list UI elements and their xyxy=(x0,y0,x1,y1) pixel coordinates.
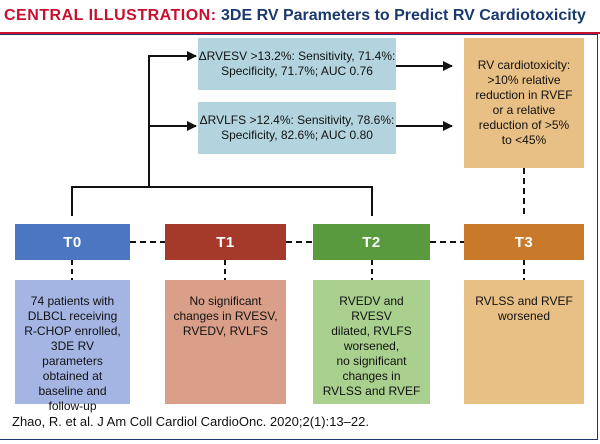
outcome-line: to <45% xyxy=(501,133,547,147)
desc-line: 74 patients with xyxy=(30,294,115,308)
phase-box-t0: T0 xyxy=(15,224,130,260)
desc-line: RVEDV and RVESV xyxy=(339,294,404,323)
desc-line: no significant xyxy=(336,354,407,368)
param-rvlfs-line2: Specificity, 82.6%; AUC 0.80 xyxy=(221,128,373,142)
param-box-rvesv: ΔRVESV >13.2%: Sensitivity, 71.4%: Speci… xyxy=(198,38,396,90)
param-rvesv-line2: Specificity, 71.7%; AUC 0.76 xyxy=(221,64,373,78)
phase-label-t2: T2 xyxy=(362,233,381,251)
param-rvlfs-line1: ΔRVLFS >12.4%: Sensitivity, 78.6%: xyxy=(199,113,395,127)
desc-line: baseline and xyxy=(38,384,107,398)
citation-footer: Zhao, R. et al. J Am Coll Cardiol Cardio… xyxy=(12,414,369,429)
phase-label-t1: T1 xyxy=(216,233,235,251)
outcome-line: reduction in RVEF xyxy=(475,88,573,102)
desc-line: RVLSS and RVEF xyxy=(322,384,421,398)
param-box-rvlfs: ΔRVLFS >12.4%: Sensitivity, 78.6%: Speci… xyxy=(198,102,396,154)
desc-line: RVEDV, RVLFS xyxy=(182,324,269,338)
outcome-line: >10% relative xyxy=(487,73,561,87)
desc-line: 3DE RV parameters xyxy=(42,339,103,368)
phase-desc-t1: No significant changes in RVESV, RVEDV, … xyxy=(165,280,286,404)
desc-line: follow-up xyxy=(48,399,97,413)
outcome-line: reduction of >5% xyxy=(478,118,570,132)
phase-box-t2: T2 xyxy=(313,224,430,260)
desc-line: DLBCL receiving xyxy=(27,309,118,323)
phase-box-t3: T3 xyxy=(464,224,584,260)
desc-line: No significant xyxy=(189,294,262,308)
phase-desc-t3: RVLSS and RVEF worsened xyxy=(464,280,584,404)
desc-line: worsened, xyxy=(343,339,400,353)
phase-label-t0: T0 xyxy=(63,233,82,251)
desc-line: dilated, RVLFS xyxy=(331,324,412,338)
desc-line: worsened xyxy=(497,309,551,323)
outcome-box: RV cardiotoxicity: >10% relative reducti… xyxy=(464,38,584,168)
illustration-header: CENTRAL ILLUSTRATION: 3DE RV Parameters … xyxy=(0,0,600,32)
phase-label-t3: T3 xyxy=(514,233,534,251)
desc-line: R-CHOP enrolled, xyxy=(24,324,121,338)
desc-line: changes in xyxy=(342,369,401,383)
outcome-line: RV cardiotoxicity: xyxy=(477,58,571,72)
illustration-frame xyxy=(0,34,598,440)
header-label: CENTRAL ILLUSTRATION: xyxy=(4,7,217,24)
phase-desc-t0: 74 patients with DLBCL receiving R-CHOP … xyxy=(15,280,130,413)
header-rule xyxy=(0,32,600,34)
phase-box-t1: T1 xyxy=(165,224,286,260)
header-title: 3DE RV Parameters to Predict RV Cardioto… xyxy=(221,7,586,24)
phase-desc-t2: RVEDV and RVESV dilated, RVLFS worsened,… xyxy=(313,280,430,404)
param-rvesv-line1: ΔRVESV >13.2%: Sensitivity, 71.4%: xyxy=(198,49,396,63)
desc-line: RVLSS and RVEF xyxy=(475,294,573,308)
desc-line: changes in RVESV, xyxy=(173,309,278,323)
outcome-line: or a relative xyxy=(492,103,556,117)
desc-line: obtained at xyxy=(42,369,103,383)
